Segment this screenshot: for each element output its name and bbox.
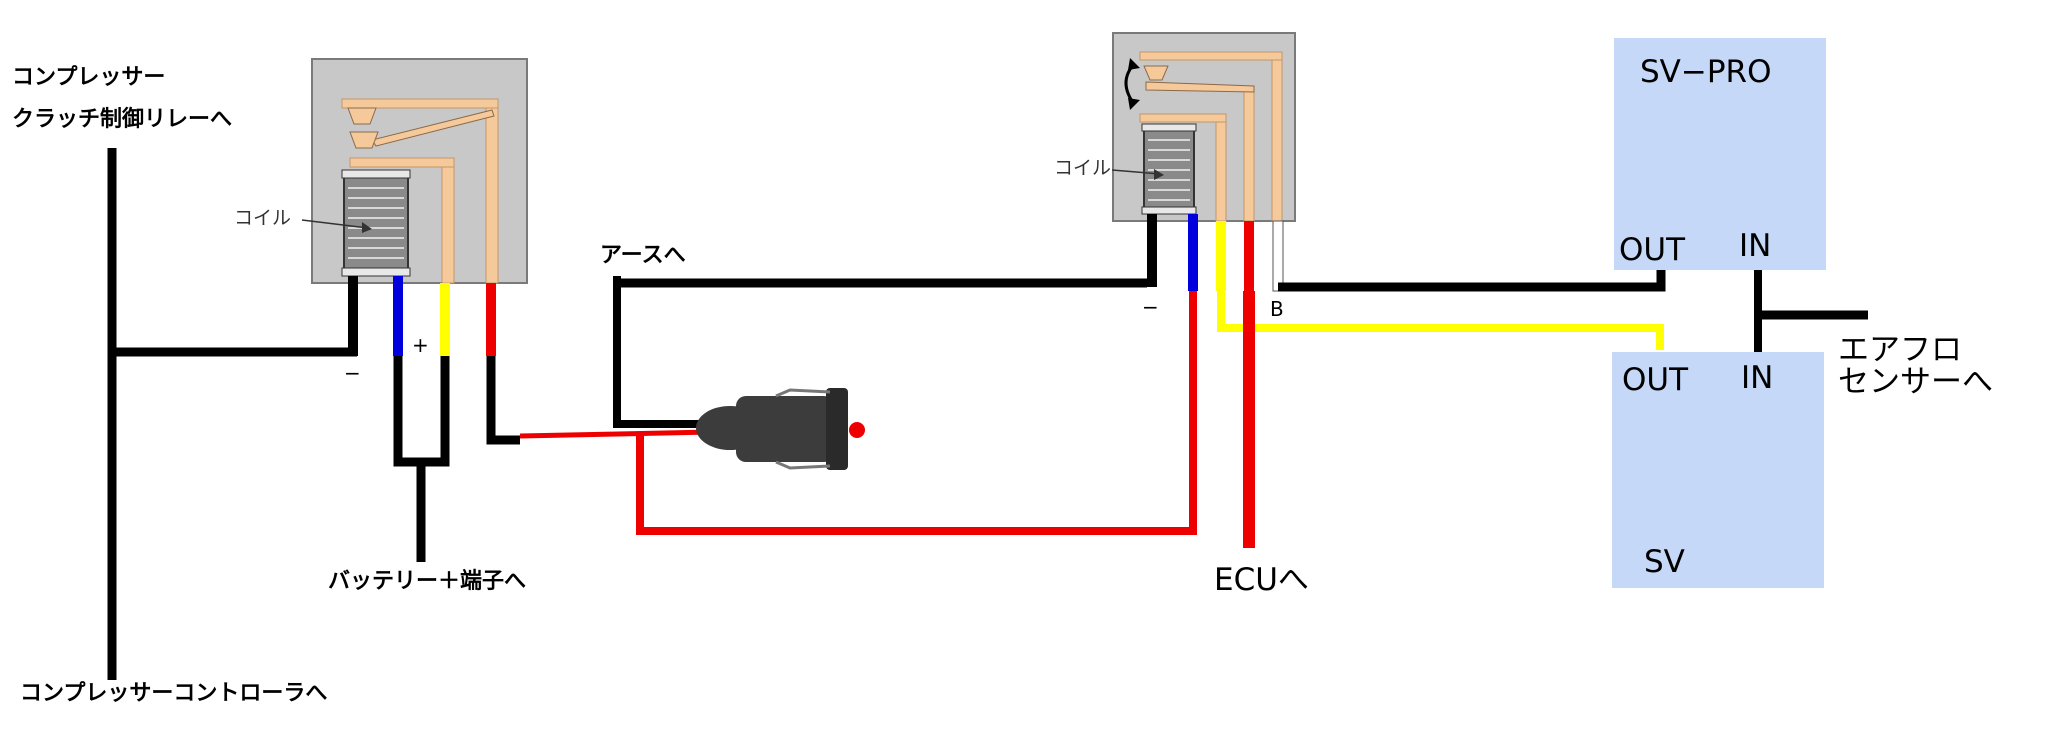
relay-1-red-lead-black-section: [486, 356, 520, 445]
relay-2-bar-mid: [1139, 113, 1227, 123]
relay-2-coil-arrowhead: [1154, 169, 1164, 180]
box-sv-in-label: IN: [1741, 360, 1773, 396]
airflow-label-line1: エアフロ: [1838, 332, 1962, 368]
relay-1-contact-tip-lower: [349, 131, 379, 149]
relay-1-contact-tip-upper: [347, 107, 377, 125]
compressor-controller-label: コンプレッサーコントローラへ: [20, 681, 327, 706]
relay-2-contact-outer: [1271, 54, 1283, 222]
lamp-loop-wiring: [636, 287, 1197, 535]
relay-1-pin-minus-label: −: [344, 361, 361, 385]
relay-1-contact-long: [485, 104, 499, 284]
compressor-bus: [107, 148, 357, 680]
ecu-label: ECUへ: [1214, 562, 1309, 598]
box-sv-body: [1612, 352, 1824, 588]
box-svpro-body: [1614, 38, 1826, 270]
relay-1-coil-label: コイル: [234, 207, 291, 229]
relay-2-to-svpro-out-wire: [1278, 270, 1666, 292]
lamp-clip-upper: [775, 388, 831, 398]
relay-2-pin-white: [1272, 220, 1284, 292]
lamp-socket: [736, 396, 834, 462]
ground-wiring: [613, 276, 1147, 428]
relay-2-coil: [1141, 123, 1197, 215]
relay-2-coil-label-arrow: [1111, 169, 1161, 175]
relay-1-armature: [371, 109, 495, 147]
relay-2-coil-label: コイル: [1054, 157, 1111, 179]
lamp-to-relay2-red-loop: [636, 287, 1197, 535]
relay-1-coil: [341, 169, 411, 277]
relay-2-switch-arrowhead-top: [1128, 58, 1140, 70]
airflow-label-line2: センサーへ: [1838, 364, 1993, 400]
relay-2-armature: [1145, 81, 1255, 93]
relay-1-coil-label-arrow: [301, 219, 369, 229]
ground-wire: [613, 276, 712, 428]
in-wiring: [1754, 270, 1868, 352]
box-svpro-title: SV−PRO: [1640, 54, 1772, 90]
relay-2-pin-b-label: B: [1270, 297, 1284, 321]
lamp-lens: [849, 422, 865, 438]
relay-1-contact-top-bar: [341, 98, 499, 109]
relay-2-pin-minus-label: −: [1142, 295, 1159, 319]
relay-2-to-sv-yellow-wire: [1217, 291, 1664, 350]
relay-1-contact-short: [441, 163, 455, 284]
ground-label: アースへ: [600, 243, 686, 268]
relay-1-output-wiring: [486, 356, 713, 445]
relay-2-bar-top: [1139, 51, 1283, 61]
relay-2-contact-tip: [1143, 65, 1169, 81]
relay-1-pin-plus-label: +: [412, 333, 429, 357]
battery-wiring: [393, 356, 450, 562]
relay-1-coil-arrowhead: [362, 222, 372, 233]
lamp-clip-lower: [775, 460, 831, 470]
compressor-clutch-label-line1: コンプレッサー: [12, 65, 165, 90]
lamp-flange: [826, 388, 848, 470]
relay-2-switch-arrowhead-bottom: [1128, 98, 1140, 110]
box-svpro-in-label: IN: [1739, 228, 1771, 264]
compressor-clutch-label-line2: クラッチ制御リレーへ: [12, 106, 232, 132]
relay-2: コイル − B: [1054, 32, 1296, 321]
relay-1: コイル − +: [234, 58, 528, 385]
box-sv: OUT IN SV: [1612, 352, 1824, 588]
box-sv-title: SV: [1644, 544, 1685, 580]
relay-1-contact-mid-bar: [349, 157, 455, 168]
indicator-lamp: [696, 388, 865, 470]
relay-2-case: [1112, 32, 1296, 222]
battery-terminal-label: バッテリー＋端子へ: [328, 569, 526, 594]
relay-1-to-lamp-red-wire: [519, 429, 713, 439]
box-svpro-out-label: OUT: [1619, 232, 1686, 268]
battery-loop-wire: [393, 356, 450, 467]
relay-2-output-wiring: [1217, 270, 1666, 548]
relay-2-contact-inner: [1215, 117, 1227, 222]
box-svpro: SV−PRO OUT IN: [1614, 38, 1826, 270]
relay-2-contact-mid: [1243, 87, 1255, 222]
labels: コンプレッサー クラッチ制御リレーへ コンプレッサーコントローラへ バッテリー＋…: [12, 65, 1993, 706]
box-sv-out-label: OUT: [1622, 362, 1689, 398]
